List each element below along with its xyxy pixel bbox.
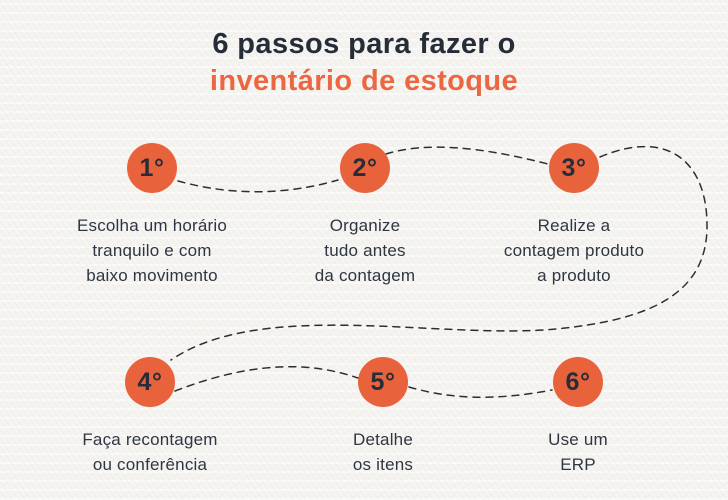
step-5-caption: Detalhe os itens: [273, 427, 493, 477]
caption-line: Escolha um horário: [76, 216, 228, 235]
caption-line: tranquilo e com: [92, 241, 212, 260]
title-line-dark: 6 passos para fazer o: [212, 28, 516, 60]
page-title: 6 passos para fazer o inventário de esto…: [0, 26, 728, 100]
step-4-badge: 4°: [125, 357, 175, 407]
step-6-caption: Use um ERP: [468, 427, 688, 477]
caption-line: Use um: [548, 430, 608, 449]
caption-line: Organize: [329, 216, 401, 235]
step-1: 1° Escolha um horário tranquilo e com ba…: [42, 143, 262, 288]
step-2-badge: 2°: [340, 143, 390, 193]
title-line-orange: inventário de estoque: [209, 65, 519, 97]
caption-line: Faça recontagem: [82, 430, 218, 449]
caption-line: ERP: [560, 455, 596, 474]
caption-line: a produto: [537, 266, 611, 285]
step-4: 4° Faça recontagem ou conferência: [40, 357, 260, 477]
step-5: 5° Detalhe os itens: [273, 357, 493, 477]
step-3-number: 3°: [561, 153, 587, 182]
caption-line: os itens: [352, 455, 414, 474]
step-4-caption: Faça recontagem ou conferência: [40, 427, 260, 477]
caption-line: tudo antes: [324, 241, 406, 260]
step-6-badge: 6°: [553, 357, 603, 407]
step-3: 3° Realize a contagem produto a produto: [464, 143, 684, 288]
step-2-number: 2°: [352, 153, 378, 182]
step-1-caption: Escolha um horário tranquilo e com baixo…: [42, 213, 262, 288]
caption-line: Realize a: [537, 216, 611, 235]
caption-line: ou conferência: [92, 455, 208, 474]
step-1-number: 1°: [139, 153, 165, 182]
caption-line: baixo movimento: [86, 266, 218, 285]
step-5-number: 5°: [370, 367, 396, 396]
caption-line: contagem produto: [503, 241, 645, 260]
step-3-badge: 3°: [549, 143, 599, 193]
caption-line: Detalhe: [353, 430, 413, 449]
step-1-badge: 1°: [127, 143, 177, 193]
step-6-number: 6°: [565, 367, 591, 396]
step-2: 2° Organize tudo antes da contagem: [255, 143, 475, 288]
step-2-caption: Organize tudo antes da contagem: [255, 213, 475, 288]
caption-line: da contagem: [314, 266, 416, 285]
step-6: 6° Use um ERP: [468, 357, 688, 477]
step-4-number: 4°: [137, 367, 163, 396]
step-3-caption: Realize a contagem produto a produto: [464, 213, 684, 288]
step-5-badge: 5°: [358, 357, 408, 407]
